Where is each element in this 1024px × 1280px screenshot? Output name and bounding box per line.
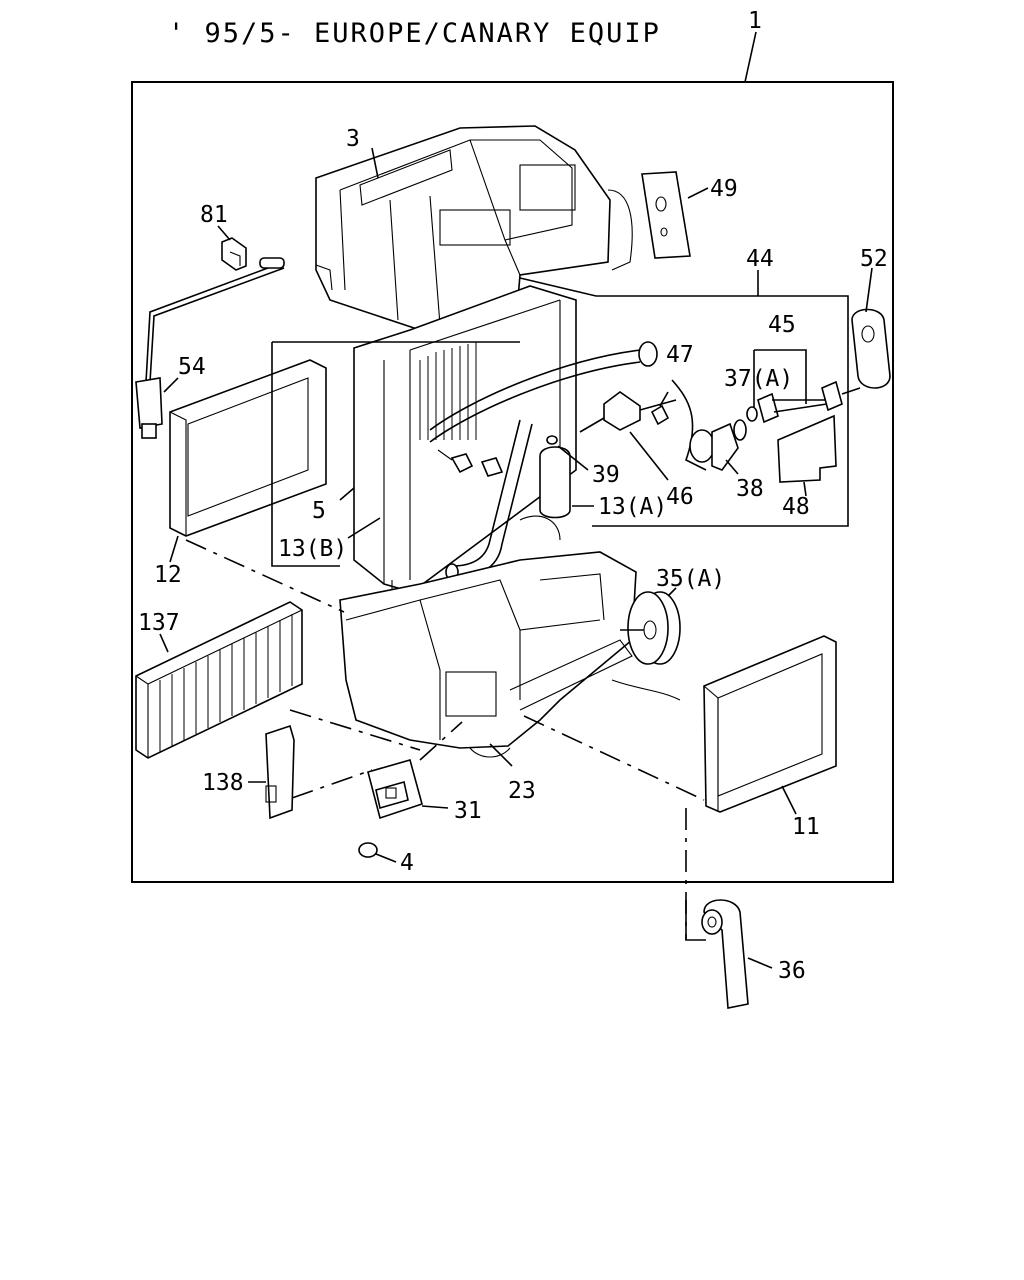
callout-137: 137: [138, 610, 180, 636]
thermo-sensor-part-54: [135, 257, 285, 439]
lower-housing-part-23: [339, 551, 637, 767]
bolt-part-47: [650, 391, 670, 426]
pipe-assembly-part-13a: [429, 341, 658, 581]
air-filter-part-137: [135, 601, 303, 759]
callout-44: 44: [746, 246, 774, 272]
insulator-pad-part-48: [777, 414, 837, 497]
callout-23: 23: [508, 778, 536, 804]
callout-45: 45: [768, 312, 796, 338]
callout-13a: 13(A): [598, 494, 667, 520]
callout-38: 38: [736, 476, 764, 502]
bracket-44: [519, 277, 849, 527]
valve-fitting-part-38: [671, 379, 747, 475]
callout-52: 52: [860, 246, 888, 272]
callout-4: 4: [400, 850, 414, 876]
frame-part-11: [703, 635, 837, 815]
callout-47: 47: [666, 342, 694, 368]
clip-part-81: [217, 225, 247, 271]
callout-39: 39: [592, 462, 620, 488]
callout-46: 46: [666, 484, 694, 510]
callout-11: 11: [792, 814, 820, 840]
expansion-valve-part-46: [579, 391, 677, 481]
callout-54: 54: [178, 354, 206, 380]
o-ring-part-37a: [746, 406, 758, 422]
callout-81: 81: [200, 202, 228, 228]
callout-1: 1: [748, 8, 762, 34]
callout-37a: 37(A): [724, 366, 793, 392]
callout-49: 49: [710, 176, 738, 202]
callout-13b: 13(B): [278, 536, 347, 562]
pipe-fittings: [437, 449, 504, 477]
upper-housing-part-3: [315, 125, 633, 331]
resistor-part-31: [367, 759, 449, 820]
blower-fan-part-35a: [611, 587, 681, 701]
screw-part-4: [358, 842, 397, 863]
duct-part-36: [685, 899, 773, 1009]
callout-48: 48: [782, 494, 810, 520]
grommet-part-52: [851, 267, 891, 389]
callout-3: 3: [346, 126, 360, 152]
frame-part-12: [169, 359, 327, 563]
diagram-title: ' 95/5- EUROPE/CANARY EQUIP: [168, 18, 661, 49]
callout-12: 12: [154, 562, 182, 588]
assembly-guide-lines: [185, 539, 705, 940]
callout-31: 31: [454, 798, 482, 824]
gasket-plate-part-49: [641, 171, 709, 259]
liquid-pipe: [757, 380, 861, 424]
callout-36: 36: [778, 958, 806, 984]
assembly-frame: [131, 81, 894, 883]
callout-5: 5: [312, 498, 326, 524]
callout-35a: 35(A): [656, 566, 725, 592]
callout-138: 138: [202, 770, 244, 796]
o-ring-part-39: [546, 435, 589, 471]
evaporator-core-part-5: [339, 285, 577, 599]
cover-part-138: [248, 724, 295, 820]
